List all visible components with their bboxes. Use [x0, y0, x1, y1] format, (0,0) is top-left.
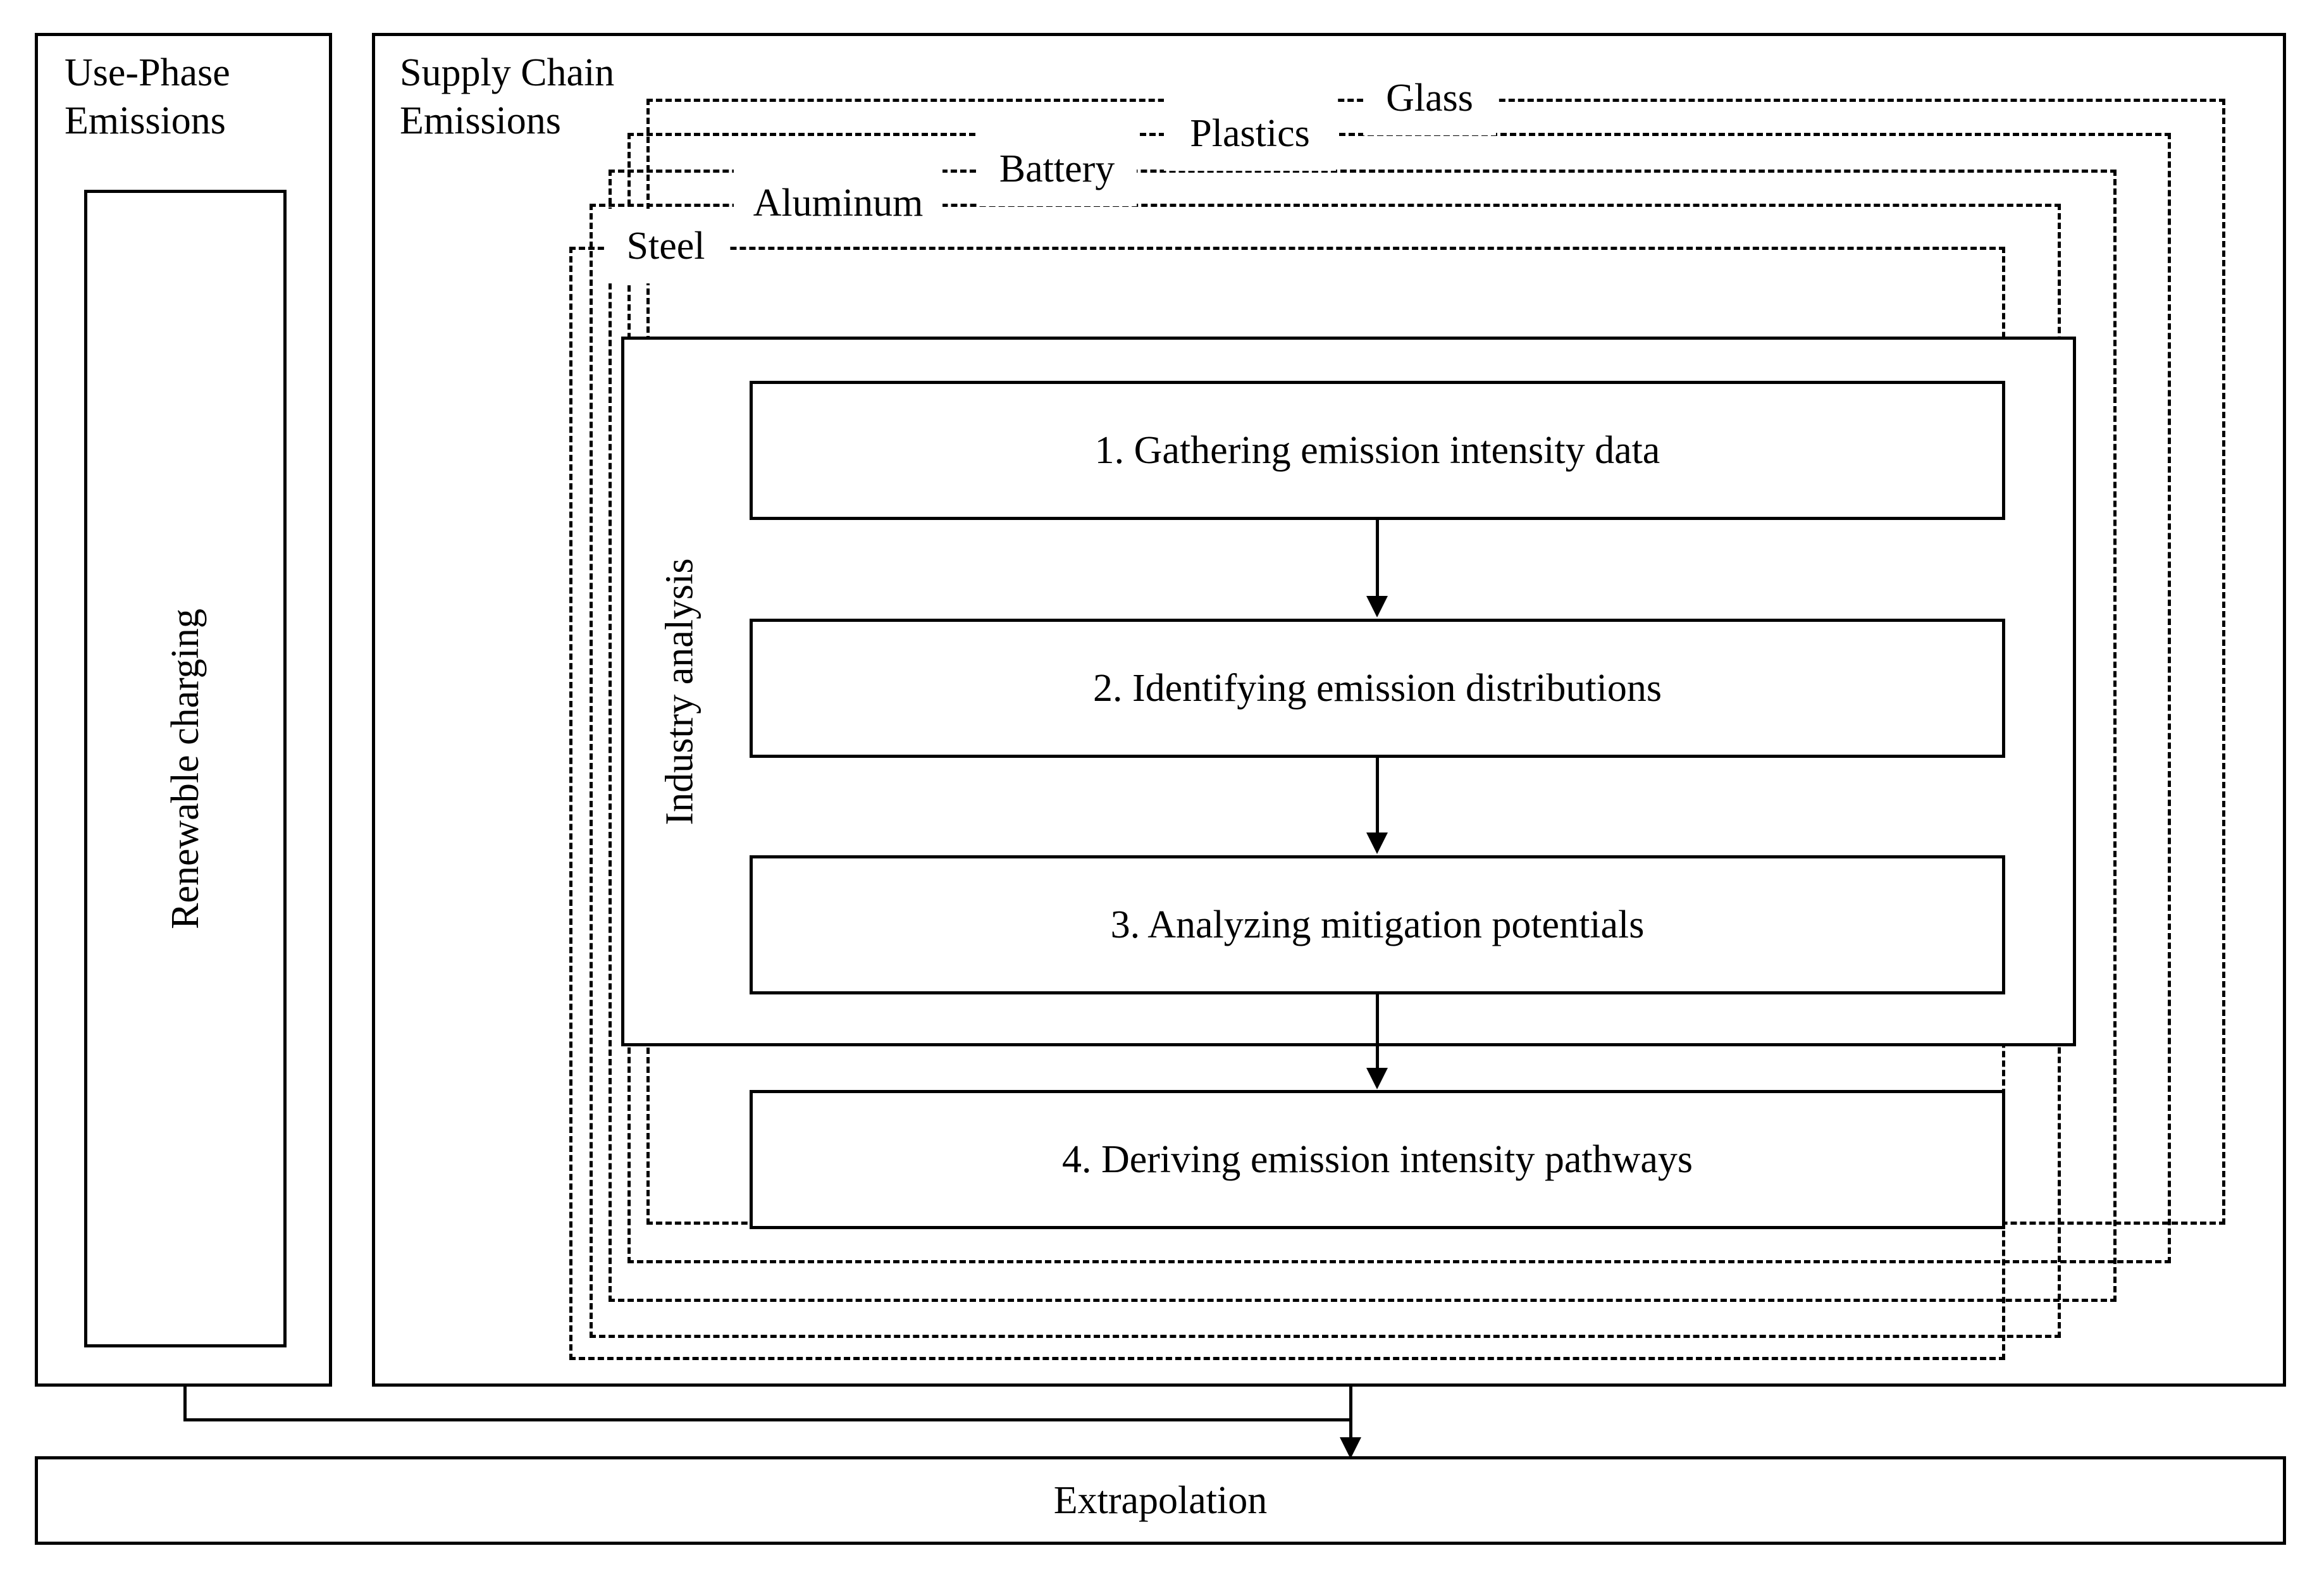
step-box-2 — [750, 619, 2005, 758]
extrapolation-label: Extrapolation — [1053, 1478, 1268, 1522]
step-label-3: 3. Analyzing mitigation potentials — [1110, 903, 1645, 946]
step-arrow-line-2-3 — [1376, 758, 1379, 834]
material-frame-battery — [609, 170, 2117, 1302]
step-label-1: 1. Gathering emission intensity data — [1094, 428, 1660, 472]
step-arrow-head-3-4 — [1366, 1068, 1388, 1089]
step-arrow-head-1-2 — [1366, 596, 1388, 617]
merge-connector-left-leg — [183, 1385, 187, 1421]
material-label-glass: Glass — [1363, 61, 1496, 135]
industry-analysis-label: Industry analysis — [658, 558, 702, 825]
merge-connector-right-leg — [1349, 1385, 1352, 1421]
extrapolation-arrow-head — [1340, 1437, 1361, 1459]
step-arrow-line-1-2 — [1376, 520, 1379, 597]
merge-connector-bar — [183, 1418, 1352, 1421]
step-label-4: 4. Deriving emission intensity pathways — [1061, 1137, 1693, 1181]
extrapolation-arrow-line — [1349, 1418, 1352, 1445]
step-arrow-head-2-3 — [1366, 832, 1388, 854]
material-label-aluminum: Aluminum — [734, 166, 943, 240]
renewable-charging-label: Renewable charging — [163, 608, 207, 929]
use-phase-emissions-container — [35, 33, 332, 1387]
step-arrow-line-3-4 — [1376, 994, 1379, 1069]
use-phase-emissions-title: Use-Phase Emissions — [65, 51, 230, 142]
extrapolation-box — [35, 1456, 2286, 1545]
material-label-battery: Battery — [977, 132, 1137, 206]
step-box-4 — [750, 1090, 2005, 1229]
renewable-charging-box — [84, 190, 287, 1347]
material-label-steel: Steel — [604, 209, 727, 283]
material-label-plastics: Plastics — [1164, 96, 1336, 171]
step-label-2: 2. Identifying emission distributions — [1093, 666, 1662, 710]
supply-chain-emissions-title: Supply Chain Emissions — [400, 51, 615, 142]
supply-chain-emissions-container — [372, 33, 2286, 1387]
step-box-3 — [750, 855, 2005, 994]
step-box-1 — [750, 381, 2005, 520]
